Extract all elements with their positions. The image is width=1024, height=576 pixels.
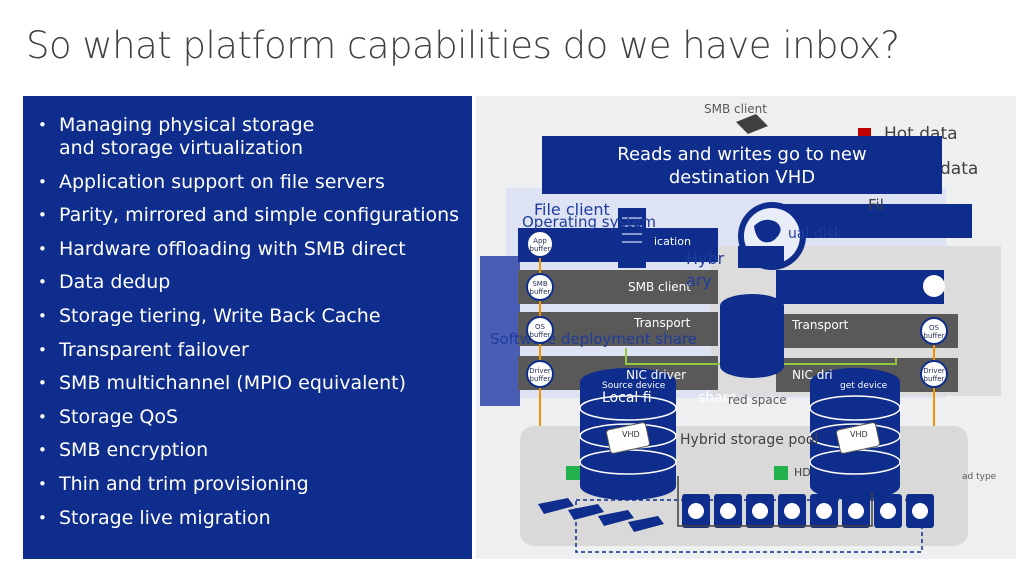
migration-path <box>677 476 873 527</box>
file-server-label: Fil <box>868 196 884 214</box>
left-edge-band <box>480 256 520 406</box>
transport-layer-label: Transport <box>634 316 691 330</box>
slide-title: So what platform capabilities do we have… <box>26 24 900 67</box>
list-item: Hardware offloading with SMB direct <box>23 238 472 261</box>
vhd-icon-left <box>606 422 650 454</box>
driver-buffer-badge: Driver buffer <box>526 360 554 388</box>
right-transport-label: Transport <box>792 318 849 332</box>
list-item: SMB multichannel (MPIO equivalent) <box>23 372 472 395</box>
list-item: Transparent failover <box>23 339 472 362</box>
operating-system-label: Operating system <box>522 213 656 231</box>
virtual-disk-label: ual disk <box>788 226 842 242</box>
list-item: Storage live migration <box>23 507 472 530</box>
hd-label: HD <box>794 466 811 479</box>
target-disk-stack <box>809 368 901 500</box>
shared-space-label: red space <box>728 393 787 407</box>
software-deployment-label: Software deployment share <box>490 330 697 348</box>
capabilities-panel: Managing physical storage and storage vi… <box>23 96 472 559</box>
green-square-left <box>566 466 580 480</box>
source-device-label: Source device <box>602 381 666 391</box>
smb-client-icon <box>736 114 768 134</box>
file-client-label: File client <box>534 200 610 219</box>
list-item: Parity, mirrored and simple configuratio… <box>23 204 472 227</box>
smb-client-layer-label: SMB client <box>628 280 691 294</box>
app-buffer-badge: App buffer <box>526 230 554 258</box>
right-nic-label: NIC dri <box>792 368 833 382</box>
smb-buffer-badge: SMB buffer <box>526 273 554 301</box>
right-driver-buffer-badge: Driver buffer <box>920 360 948 388</box>
hybrid-pool-label: Hybrid storage pool <box>680 432 819 448</box>
vhd-icon-right <box>836 422 880 454</box>
list-item: SMB encryption <box>23 439 472 462</box>
right-os-buffer-badge: OS buffer <box>920 317 948 345</box>
capabilities-list: Managing physical storage and storage vi… <box>23 96 472 530</box>
right-top-layer <box>776 204 972 238</box>
list-item: Managing physical storage and storage vi… <box>23 114 472 160</box>
architecture-diagram: SMB client Hot data data Reads and write… <box>476 96 1016 559</box>
target-device-label: get device <box>840 381 888 391</box>
hybrid-label: Hybr <box>686 249 725 268</box>
local-file-label: Local fi <box>602 390 652 406</box>
share-label: share <box>698 390 737 406</box>
ssd-icons <box>538 498 664 532</box>
os-buffer-badge: OS buffer <box>526 316 554 344</box>
hdd-icons <box>682 494 934 528</box>
migration-callout: Reads and writes go to new destination V… <box>542 136 942 194</box>
list-item: Thin and trim provisioning <box>23 473 472 496</box>
right-smb-layer <box>776 270 944 304</box>
list-item: Storage QoS <box>23 406 472 429</box>
list-item: Application support on file servers <box>23 171 472 194</box>
smb-client-label: SMB client <box>704 102 767 116</box>
vhd-label-left: VHD <box>622 430 640 439</box>
virtual-disk-cylinder <box>720 246 784 378</box>
vhd-label-right: VHD <box>850 430 868 439</box>
green-square-right <box>774 466 788 480</box>
application-layer-label: ication <box>654 235 691 248</box>
library-label: ary <box>686 271 712 290</box>
server-icon <box>618 208 646 268</box>
legend-cold-label: data <box>940 159 979 179</box>
right-round-marker <box>923 275 945 297</box>
load-type-label: ad type <box>962 472 997 482</box>
nic-driver-layer-label: NIC driver <box>626 368 687 382</box>
list-item: Storage tiering, Write Back Cache <box>23 305 472 328</box>
list-item: Data dedup <box>23 271 472 294</box>
